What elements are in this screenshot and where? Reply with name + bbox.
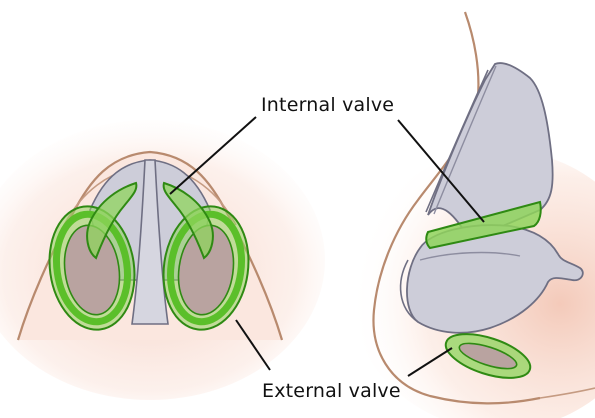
basal-view	[0, 120, 325, 400]
lateral-view	[350, 12, 595, 418]
internal-valve-label: Internal valve	[261, 94, 394, 116]
external-valve-label: External valve	[262, 380, 401, 402]
